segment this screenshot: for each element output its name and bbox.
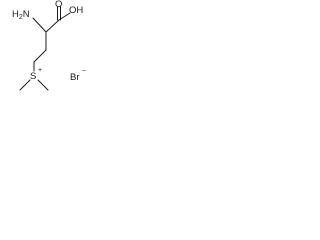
bond-alpha-amine — [32, 17, 47, 33]
bonds — [19, 6, 71, 91]
bond-alpha-carboxyl — [45, 19, 60, 33]
amine-label: H2N — [12, 9, 30, 21]
carboxyl-oh-label: OH — [69, 5, 83, 16]
bromide-charge: − — [82, 68, 86, 75]
carbonyl-oxygen-label: O — [55, 0, 62, 10]
bond-sulfur-methyl-2 — [37, 79, 49, 91]
amine-hydrogen-count: 2 — [19, 14, 23, 21]
chemical-structure: H2N O OH S + Br − — [12, 0, 86, 91]
bond-beta-gamma — [33, 49, 47, 63]
atom-labels: H2N O OH S + Br − — [12, 0, 86, 83]
bond-sulfur-methyl-1 — [19, 79, 31, 91]
bromide-label: Br — [70, 72, 80, 83]
amine-hydrogen-symbol: H — [12, 9, 19, 20]
sulfonium-charge: + — [38, 67, 42, 74]
sulfonium-label: S — [30, 71, 36, 82]
amine-nitrogen-symbol: N — [23, 9, 30, 20]
